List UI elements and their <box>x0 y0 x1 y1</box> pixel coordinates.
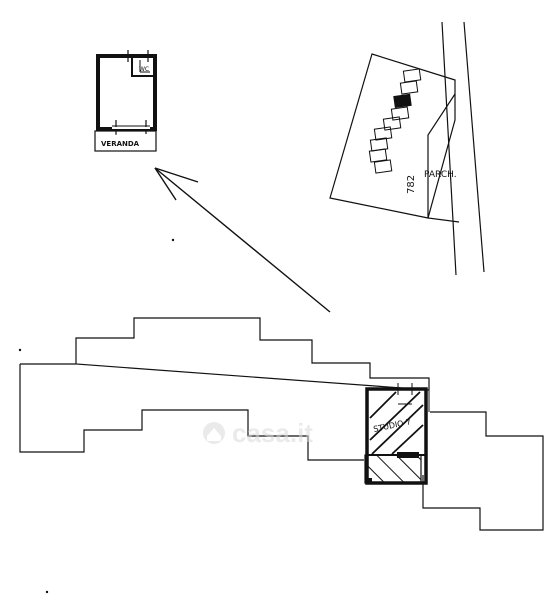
lot-boundary <box>329 53 456 219</box>
veranda-outline <box>94 130 157 152</box>
lot-number-label: 782 <box>406 175 417 194</box>
site-map: 782 PARCH. <box>329 21 485 276</box>
studio-hatching <box>369 391 424 455</box>
parking-area <box>427 93 460 223</box>
pointer-arrow <box>154 167 331 313</box>
studio-unit-outline <box>365 387 428 485</box>
building-blocks <box>368 68 422 174</box>
footprint-outline <box>19 317 544 531</box>
wc-label: WC <box>139 66 149 73</box>
watermark-text: casa.it <box>232 418 313 448</box>
veranda-label: VERANDA <box>101 140 140 148</box>
building-footprint: STUDIO 7 <box>19 317 544 531</box>
unit-detail-plan: WC VERANDA <box>94 50 157 152</box>
parking-label: PARCH. <box>424 170 457 180</box>
wc-room-outline <box>131 58 155 77</box>
watermark: casa.it <box>203 418 313 448</box>
road <box>441 21 485 276</box>
selected-building <box>393 93 412 109</box>
studio-hatched-area <box>364 454 422 484</box>
